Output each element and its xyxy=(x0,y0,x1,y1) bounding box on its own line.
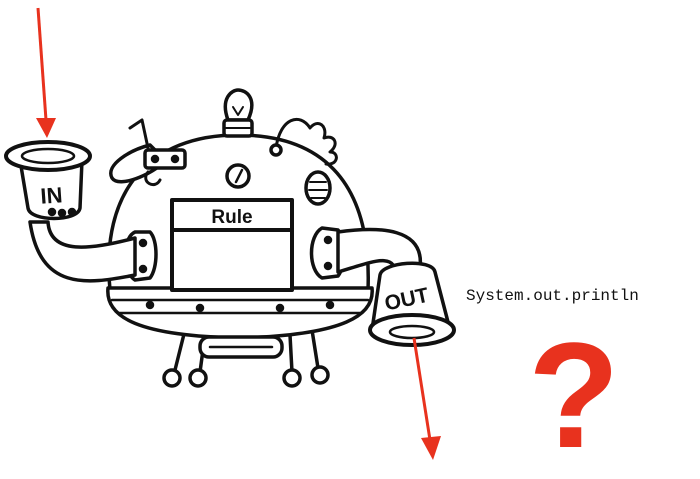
wheel xyxy=(190,370,206,386)
grille xyxy=(306,172,330,204)
wheel xyxy=(164,370,180,386)
input-arrowhead xyxy=(36,118,56,138)
output-arrow xyxy=(414,338,430,440)
input-arrow xyxy=(38,8,46,120)
machine-body xyxy=(6,90,454,386)
code-text: System.out.println xyxy=(466,287,639,305)
wheel xyxy=(284,370,300,386)
machine-leg xyxy=(290,335,292,372)
rule-label: Rule xyxy=(211,207,252,228)
machine-leg xyxy=(312,330,318,368)
wheel xyxy=(312,367,328,383)
in-label: IN xyxy=(40,182,64,208)
question-mark: ? xyxy=(528,320,620,470)
output-arrowhead xyxy=(421,436,441,460)
